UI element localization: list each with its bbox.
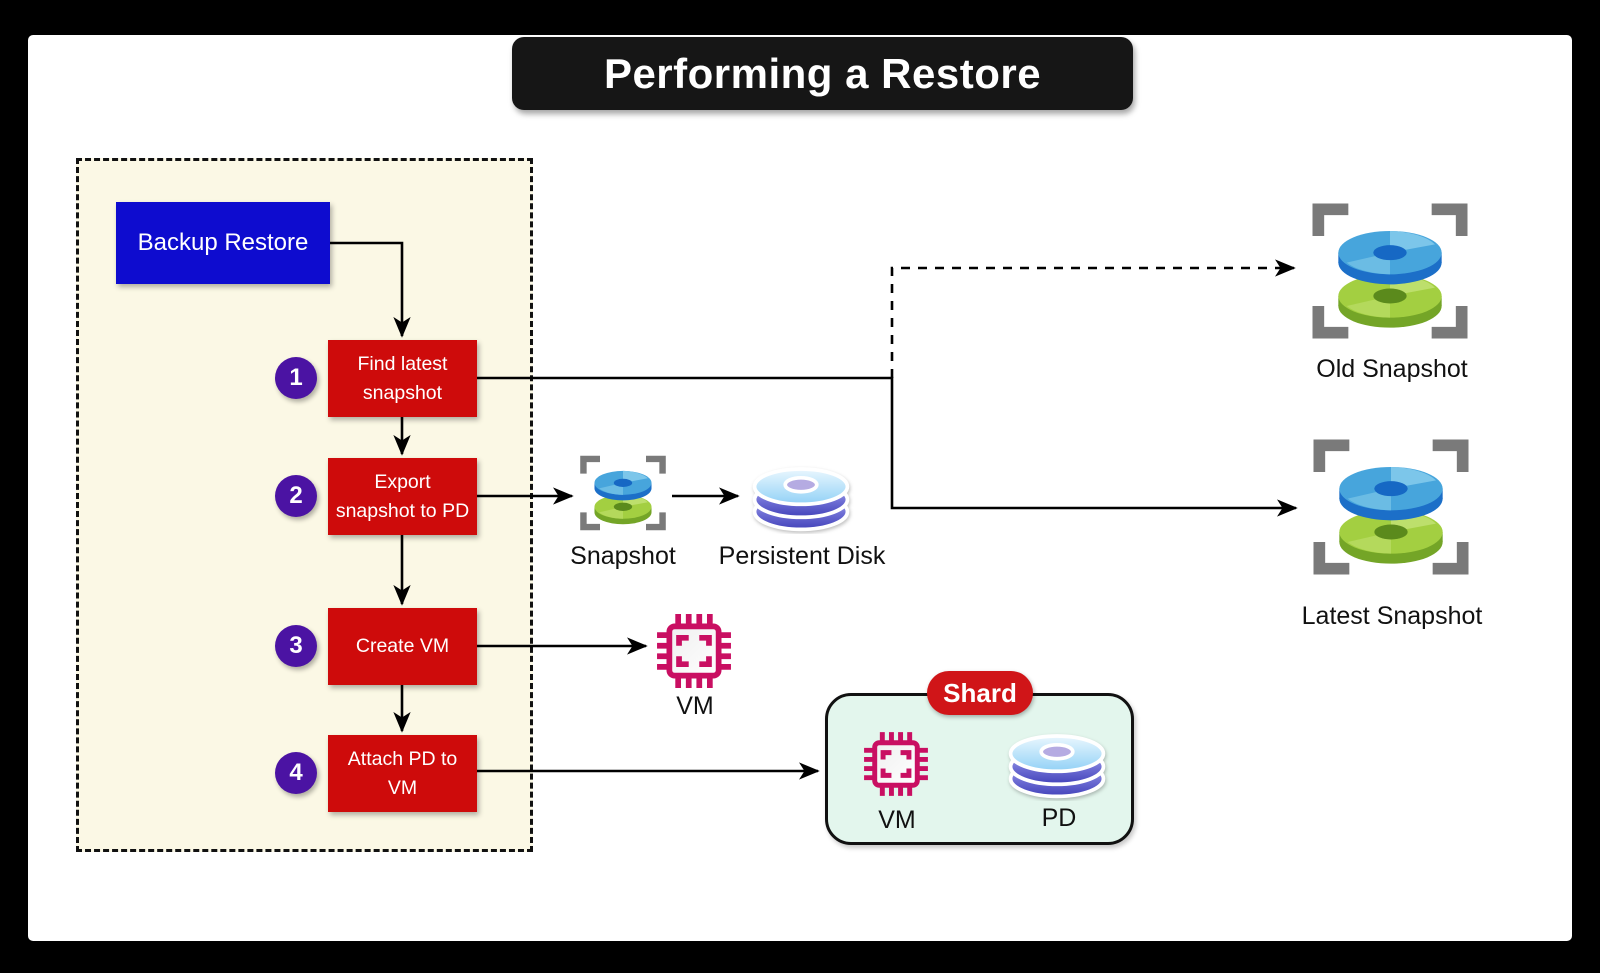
step-label-line: Find latest (357, 353, 448, 376)
persistent-disk-label: Persistent Disk (718, 542, 886, 570)
snapshot-icon (577, 450, 669, 536)
step-label-line: snapshot (362, 381, 443, 404)
step-number-badge-3: 3 (275, 625, 317, 667)
step-label-line: VM (387, 776, 418, 799)
shard-vm-chip-icon (858, 726, 934, 802)
latest-snapshot-label: Latest Snapshot (1301, 602, 1483, 630)
old-snapshot-icon (1302, 196, 1478, 346)
step-create-vm: Create VM (328, 608, 477, 685)
shard-title-pill: Shard (927, 671, 1033, 715)
snapshot-label: Snapshot (570, 542, 676, 570)
step-number-badge-1: 1 (275, 357, 317, 399)
step-label-line: Create VM (355, 635, 450, 658)
page-title: Performing a Restore (512, 37, 1133, 110)
persistent-disk-icon (744, 456, 858, 534)
shard-pd-icon (1000, 723, 1114, 801)
vm-label: VM (676, 692, 714, 720)
step-label-line: snapshot to PD (335, 499, 470, 522)
shard-vm-label: VM (878, 806, 916, 834)
old-snapshot-label: Old Snapshot (1316, 355, 1468, 383)
step-export-snapshot-to-pd: Export snapshot to PD (328, 458, 477, 535)
step-attach-pd-to-vm: Attach PD to VM (328, 735, 477, 812)
step-number-badge-2: 2 (275, 475, 317, 517)
step-number-badge-4: 4 (275, 752, 317, 794)
latest-snapshot-icon (1303, 432, 1479, 582)
step-label-line: Export (374, 471, 431, 494)
backup-restore-node: Backup Restore (116, 202, 330, 284)
step-find-latest-snapshot: Find latest snapshot (328, 340, 477, 417)
step-label-line: Attach PD to (347, 748, 458, 771)
shard-pd-label: PD (1041, 804, 1077, 832)
vm-chip-icon (650, 607, 738, 695)
